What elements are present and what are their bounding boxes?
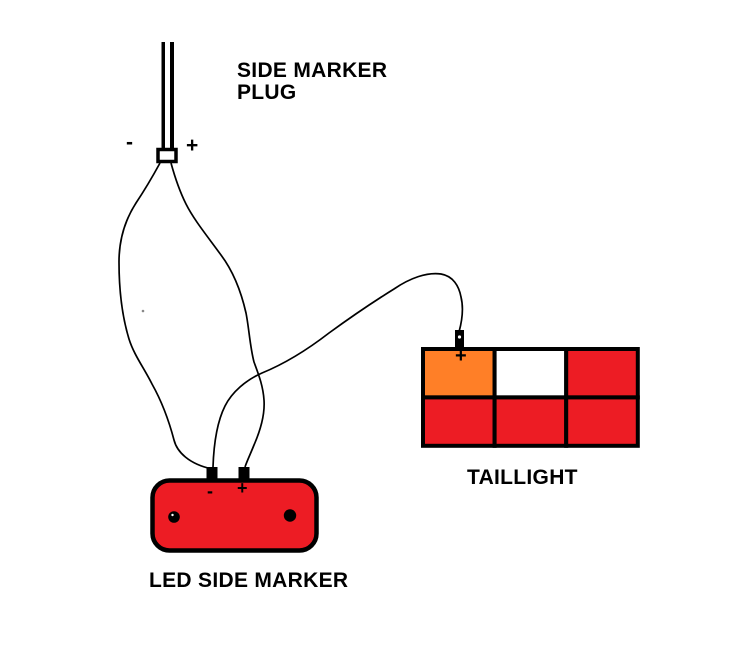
plug-connector: [156, 147, 178, 164]
led-side-marker-label: LED SIDE MARKER: [149, 569, 349, 592]
stray-dot: [141, 309, 145, 313]
taillight-terminal-pin: [455, 330, 464, 348]
taillight-cell: [564, 347, 640, 400]
led-terminal-negative: [206, 467, 218, 481]
taillight-terminal: [455, 330, 464, 348]
plug-pin-lines: [161, 42, 174, 150]
plug-pin-right-line: [170, 42, 174, 150]
side-marker-plug-label: SIDE MARKER PLUG: [237, 59, 388, 104]
taillight-grid: [421, 347, 640, 448]
plug-minus-sign: -: [126, 131, 133, 154]
mounting-hole-left-highlight: [171, 513, 174, 517]
taillight-cell: [492, 347, 569, 400]
led-marker-body: [150, 478, 319, 553]
wire-plug-positive: [170, 162, 265, 468]
mounting-hole-left: [168, 511, 180, 523]
led-marker-minus-sign: -: [207, 481, 213, 501]
wire-taillight: [212, 272, 464, 468]
led-marker-plus-sign: +: [237, 478, 248, 498]
taillight-terminal-highlight: [457, 335, 462, 339]
taillight-cell: [421, 395, 497, 448]
taillight-plus-sign: +: [455, 345, 467, 367]
taillight-cell: [492, 395, 569, 448]
mounting-hole-right: [283, 509, 297, 522]
wire-plug-negative: [118, 162, 213, 470]
taillight-label: TAILLIGHT: [467, 466, 578, 489]
led-terminal-positive: [238, 467, 250, 481]
plug-pin-left-line: [161, 42, 165, 150]
plug-plus-sign: +: [186, 134, 199, 157]
taillight-cell: [564, 395, 640, 448]
